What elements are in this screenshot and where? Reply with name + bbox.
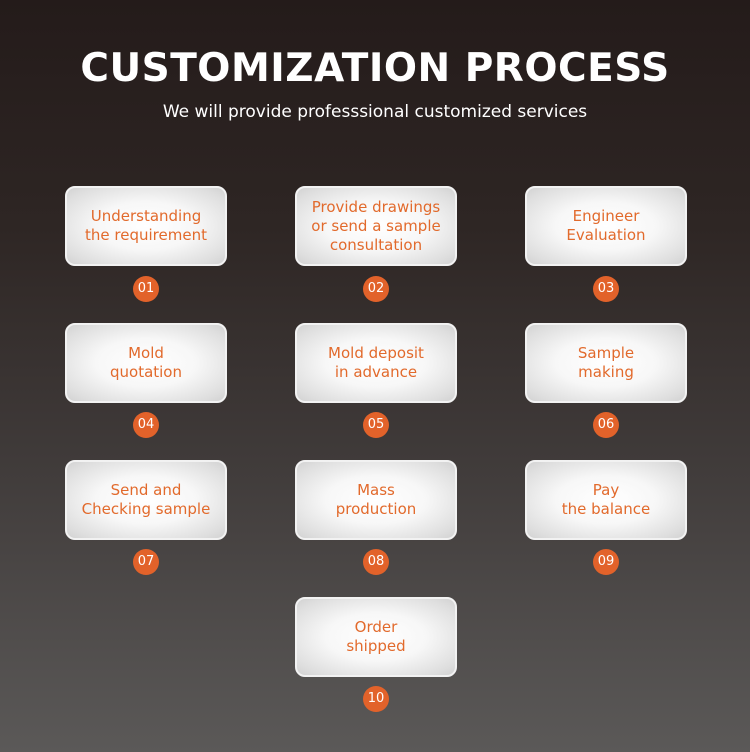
step-number-badge: 03 xyxy=(593,276,619,302)
step-card: Send and Checking sample xyxy=(65,460,227,540)
step-card: Mold quotation xyxy=(65,323,227,403)
step-card: Sample making xyxy=(525,323,687,403)
step-card: Engineer Evaluation xyxy=(525,186,687,266)
step-number-badge: 04 xyxy=(133,412,159,438)
step-number-badge: 02 xyxy=(363,276,389,302)
step-04: Mold quotation xyxy=(65,323,227,403)
step-09: Pay the balance xyxy=(525,460,687,540)
step-card: Understanding the requirement xyxy=(65,186,227,266)
step-label: Order shipped xyxy=(346,618,406,655)
step-label: Mass production xyxy=(335,481,417,518)
step-label: Mold deposit in advance xyxy=(328,344,424,381)
step-label: Send and Checking sample xyxy=(81,481,211,518)
step-07: Send and Checking sample xyxy=(65,460,227,540)
step-number-badge: 09 xyxy=(593,549,619,575)
step-number-badge: 06 xyxy=(593,412,619,438)
step-card: Pay the balance xyxy=(525,460,687,540)
step-number-badge: 01 xyxy=(133,276,159,302)
page-title: CUSTOMIZATION PROCESS xyxy=(80,46,670,91)
step-card: Provide drawings or send a sample consul… xyxy=(295,186,457,266)
step-05: Mold deposit in advance xyxy=(295,323,457,403)
step-number-badge: 07 xyxy=(133,549,159,575)
step-08: Mass production xyxy=(295,460,457,540)
step-number-badge: 05 xyxy=(363,412,389,438)
page-subtitle: We will provide professsional customized… xyxy=(162,102,588,122)
step-label: Pay the balance xyxy=(561,481,651,518)
step-number-badge: 10 xyxy=(363,686,389,712)
step-label: Engineer Evaluation xyxy=(566,207,646,244)
step-number-badge: 08 xyxy=(363,549,389,575)
step-03: Engineer Evaluation xyxy=(525,186,687,266)
step-label: Provide drawings or send a sample consul… xyxy=(311,197,441,254)
step-02: Provide drawings or send a sample consul… xyxy=(295,186,457,266)
step-card: Mass production xyxy=(295,460,457,540)
step-label: Understanding the requirement xyxy=(85,207,207,244)
step-label: Sample making xyxy=(577,344,635,381)
step-card: Order shipped xyxy=(295,597,457,677)
step-01: Understanding the requirement xyxy=(65,186,227,266)
step-06: Sample making xyxy=(525,323,687,403)
step-label: Mold quotation xyxy=(109,344,182,381)
step-card: Mold deposit in advance xyxy=(295,323,457,403)
step-10: Order shipped xyxy=(295,597,457,677)
